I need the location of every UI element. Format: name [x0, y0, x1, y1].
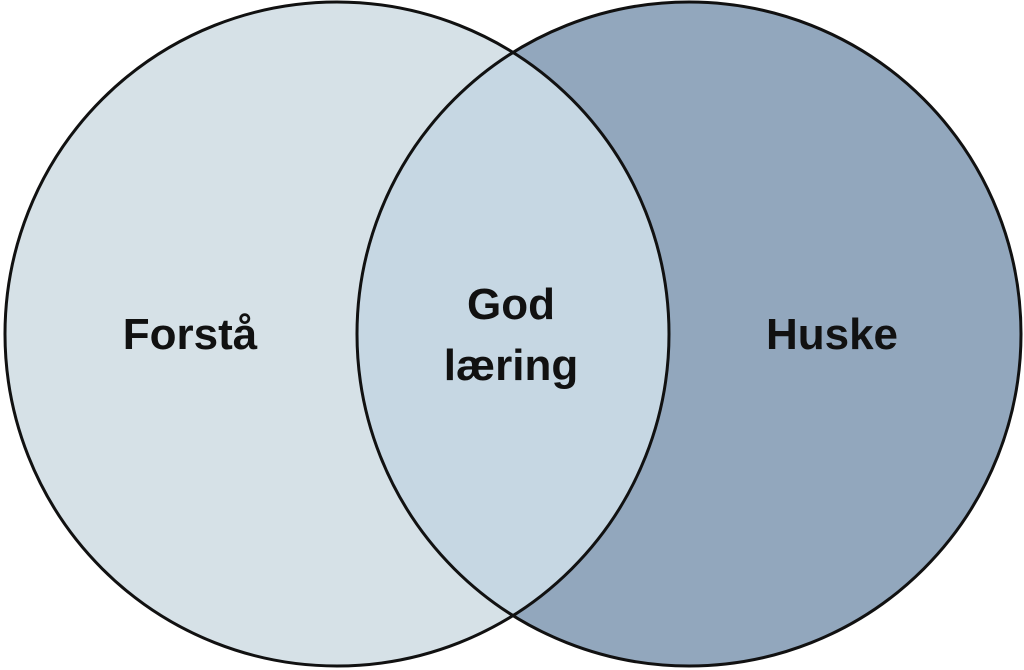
- forsta-outline: [3, 0, 671, 668]
- intersection-label-line-2: læring: [444, 341, 578, 390]
- huske-label: Huske: [766, 310, 898, 359]
- intersection-region: [357, 2, 669, 666]
- intersection-label-line-1: God: [467, 280, 555, 329]
- forsta-label: Forstå: [123, 310, 258, 359]
- huske-outline: [355, 0, 1023, 668]
